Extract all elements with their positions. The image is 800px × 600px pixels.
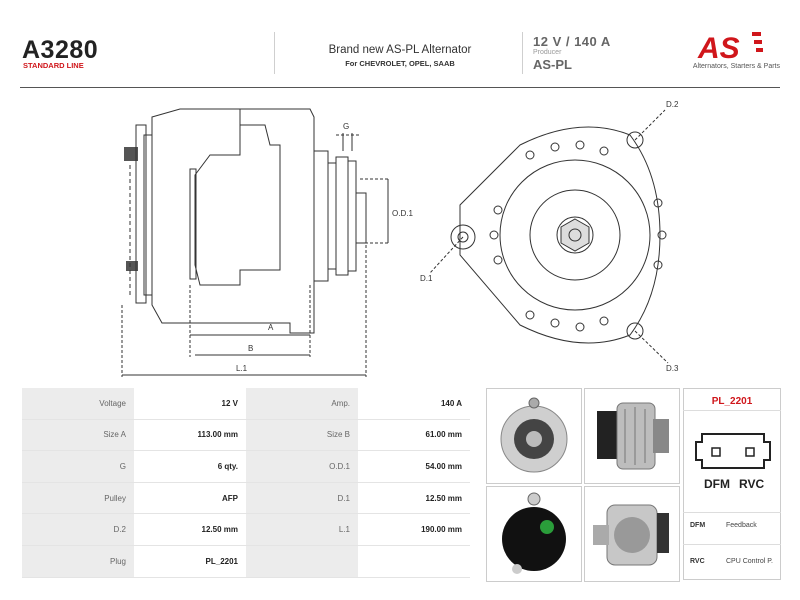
as-brand-logo: AS [697, 32, 763, 62]
producer-value: AS-PL [533, 57, 572, 72]
table-row: Plug PL_2201 [22, 545, 470, 578]
plug-connector-icon [695, 433, 771, 469]
product-photo-side[interactable] [584, 388, 680, 484]
divider [683, 512, 781, 513]
spec-value: PL_2201 [134, 545, 246, 578]
spec-value: 61.00 mm [358, 419, 470, 452]
alternator-front-view-drawing: D.1 D.2 D.3 [420, 100, 679, 373]
vehicle-fitment: For CHEVROLET, OPEL, SAAB [345, 59, 455, 68]
product-description: Brand new AS-PL Alternator [328, 44, 472, 56]
divider [683, 544, 781, 545]
table-row: Voltage 12 V Amp. 140 A [22, 388, 470, 420]
product-photo-front[interactable] [486, 388, 582, 484]
table-row: Pulley AFP D.1 12.50 mm [22, 482, 470, 515]
table-row: Size A 113.00 mm Size B 61.00 mm [22, 419, 470, 452]
legend-desc: Feedback [726, 522, 757, 529]
logo-lettering: AS [697, 32, 740, 62]
spec-key: G [22, 450, 134, 483]
header-divider [274, 32, 275, 74]
pin-label-rvc: RVC [739, 477, 765, 491]
header-divider [522, 32, 523, 74]
dim-d1-label: D.1 [420, 274, 433, 283]
table-row: G 6 qty. O.D.1 54.00 mm [22, 450, 470, 483]
product-code: A3280 [22, 36, 99, 64]
brand-tagline: Alternators, Starters & Parts [692, 63, 780, 70]
spec-key: Pulley [22, 482, 134, 515]
spec-value: 190.00 mm [358, 513, 470, 546]
spec-value: 12.50 mm [134, 513, 246, 546]
header-rule [20, 87, 780, 88]
dim-l1-label: L.1 [236, 364, 248, 373]
pin-label-dfm: DFM [704, 477, 730, 491]
dim-od1-label: O.D.1 [392, 209, 413, 218]
spec-key: Size B [246, 419, 358, 452]
voltage-amp-spec: 12 V / 140 A [533, 34, 611, 49]
dim-g-label: G [343, 122, 349, 131]
spec-value: 12.50 mm [358, 482, 470, 515]
dim-d3-label: D.3 [666, 364, 679, 373]
plug-panel [683, 388, 781, 580]
spec-table: Voltage 12 V Amp. 140 A Size A 113.00 mm… [22, 388, 470, 578]
spec-key: O.D.1 [246, 450, 358, 483]
spec-key: Amp. [246, 388, 358, 420]
legend-code: DFM [690, 522, 706, 529]
spec-value [358, 545, 470, 578]
product-photo-angle[interactable] [584, 486, 680, 582]
producer-label: Producer [533, 49, 562, 56]
spec-key [246, 545, 358, 578]
spec-key: D.2 [22, 513, 134, 546]
spec-value: 140 A [358, 388, 470, 420]
plug-name: PL_2201 [711, 396, 753, 407]
dim-a-label: A [268, 323, 274, 332]
spec-key: Voltage [22, 388, 134, 420]
spec-value: 6 qty. [134, 450, 246, 483]
alternator-side-view-drawing: G O.D.1 A B L.1 [121, 108, 413, 377]
spec-value: 54.00 mm [358, 450, 470, 483]
table-row: D.2 12.50 mm L.1 190.00 mm [22, 513, 470, 546]
dim-d2-label: D.2 [666, 100, 679, 109]
legend-code: RVC [690, 558, 705, 565]
divider [683, 410, 781, 411]
spec-value: 12 V [134, 388, 246, 420]
spec-key: D.1 [246, 482, 358, 515]
spec-value: 113.00 mm [134, 419, 246, 452]
spec-key: L.1 [246, 513, 358, 546]
spec-key: Plug [22, 545, 134, 578]
product-line: STANDARD LINE [23, 61, 84, 70]
dim-b-label: B [248, 344, 253, 353]
product-photo-rear[interactable] [486, 486, 582, 582]
legend-desc: CPU Control P. [726, 558, 773, 565]
spec-value: AFP [134, 482, 246, 515]
spec-key: Size A [22, 419, 134, 452]
